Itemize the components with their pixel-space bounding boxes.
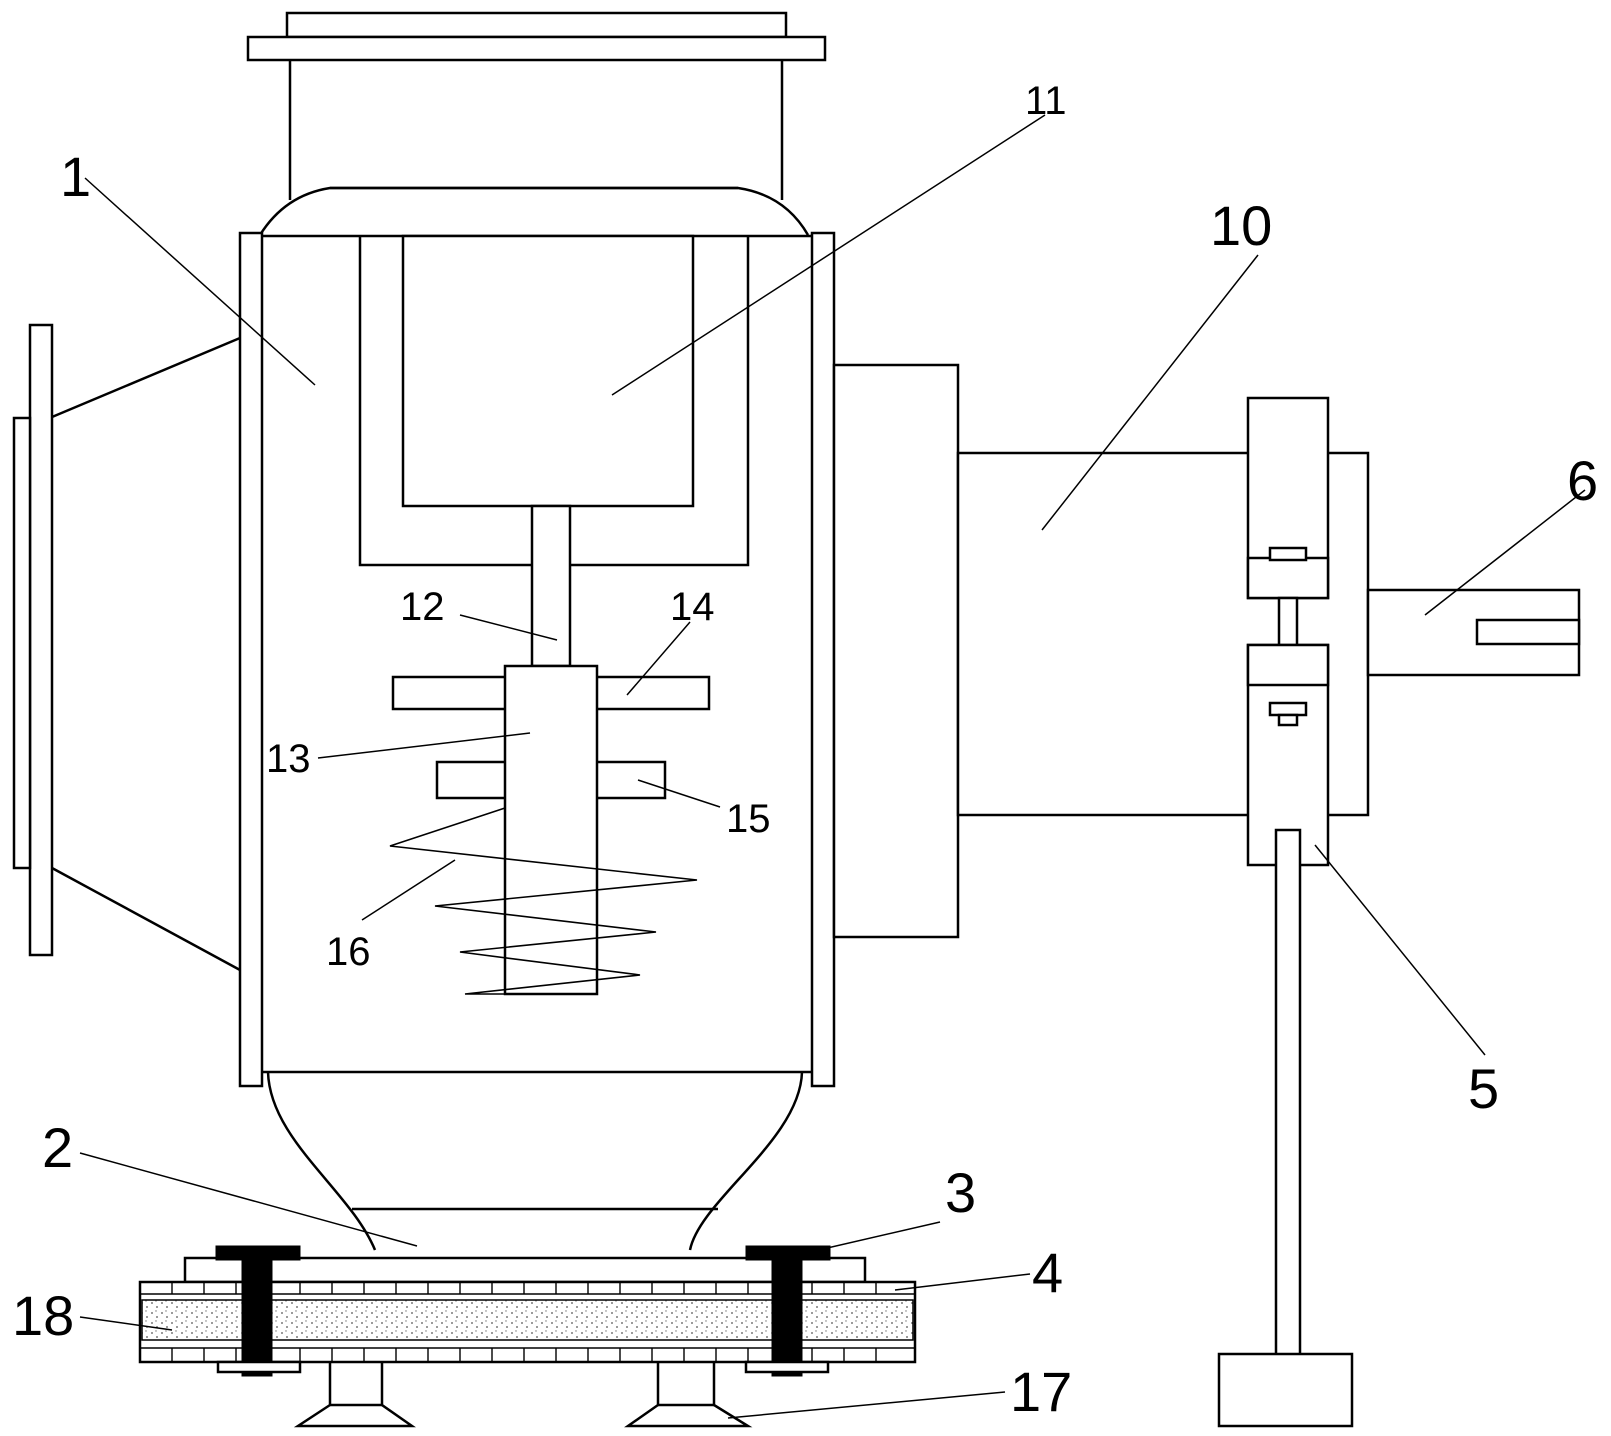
label-11: 11 <box>1025 79 1067 123</box>
bottom-cone <box>266 1071 804 1251</box>
label-6: 6 <box>1567 449 1598 512</box>
right-foot <box>624 1362 753 1428</box>
label-1: 1 <box>60 145 91 208</box>
stirrer <box>389 664 711 996</box>
side-inlet-flange <box>12 323 241 972</box>
motor-housing <box>358 234 750 668</box>
label-16: 16 <box>326 930 371 974</box>
top-inlet <box>246 11 827 236</box>
label-10: 10 <box>1210 194 1272 257</box>
part-labels: 1 11 10 6 5 12 14 13 15 16 2 3 4 18 17 <box>12 79 1598 1423</box>
label-4: 4 <box>1032 1241 1063 1304</box>
label-2: 2 <box>42 1116 73 1179</box>
label-13: 13 <box>266 737 311 781</box>
left-foot <box>293 1362 416 1428</box>
output-shaft <box>1366 588 1581 677</box>
label-17: 17 <box>1010 1360 1072 1423</box>
left-bolt <box>215 1245 302 1377</box>
label-14: 14 <box>670 585 715 629</box>
label-12: 12 <box>400 585 445 629</box>
label-5: 5 <box>1468 1057 1499 1120</box>
label-18: 18 <box>12 1284 74 1347</box>
right-bolt <box>744 1245 831 1377</box>
label-15: 15 <box>726 797 771 841</box>
label-3: 3 <box>945 1161 976 1224</box>
tank-body <box>238 231 836 1088</box>
coupling-stand <box>1217 396 1354 1428</box>
leader-lines <box>79 114 1586 1419</box>
